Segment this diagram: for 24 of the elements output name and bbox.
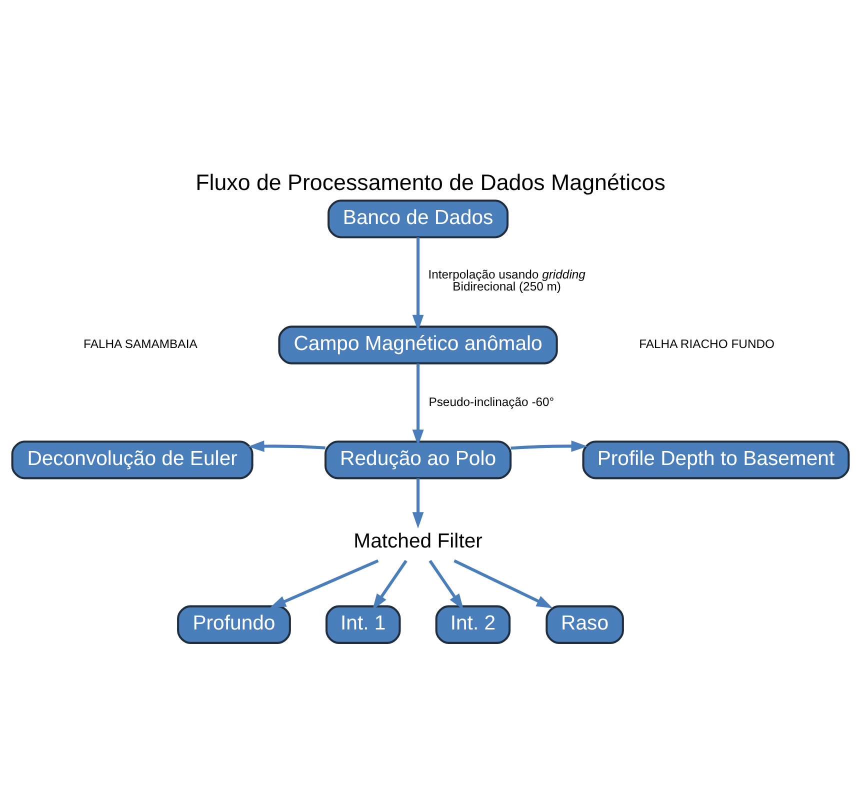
edge-label: Pseudo-inclinação -60° (428, 394, 554, 409)
diagram-title: Fluxo de Processamento de Dados Magnéticos (196, 170, 666, 195)
arrow (270, 558, 379, 608)
label: FALHA SAMAMBAIA (84, 336, 198, 351)
node-box: Campo Magnético anômalo (278, 325, 558, 364)
arrow (412, 478, 424, 528)
node-box: Profundo (177, 604, 291, 644)
arrow (372, 559, 408, 610)
node-box: Banco de Dados (328, 199, 509, 238)
node-box: Redução ao Polo (324, 440, 512, 479)
node-text: Matched Filter (354, 530, 482, 552)
node-box: Int. 1 (326, 604, 401, 644)
arrow (248, 440, 326, 452)
arrow (454, 558, 553, 608)
arrow (412, 236, 424, 331)
edge-label: Interpolação usando gridding Bidirecional (250 m) (428, 266, 586, 294)
node-box: Profile Depth to Basement (582, 440, 850, 479)
arrow (412, 363, 424, 446)
node-box: Int. 2 (435, 604, 511, 644)
arrow (510, 440, 588, 452)
node-box: Deconvolução de Euler (11, 440, 254, 479)
node-box: Raso (546, 604, 624, 644)
label: FALHA RIACHO FUNDO (639, 336, 775, 351)
arrow (428, 559, 464, 610)
